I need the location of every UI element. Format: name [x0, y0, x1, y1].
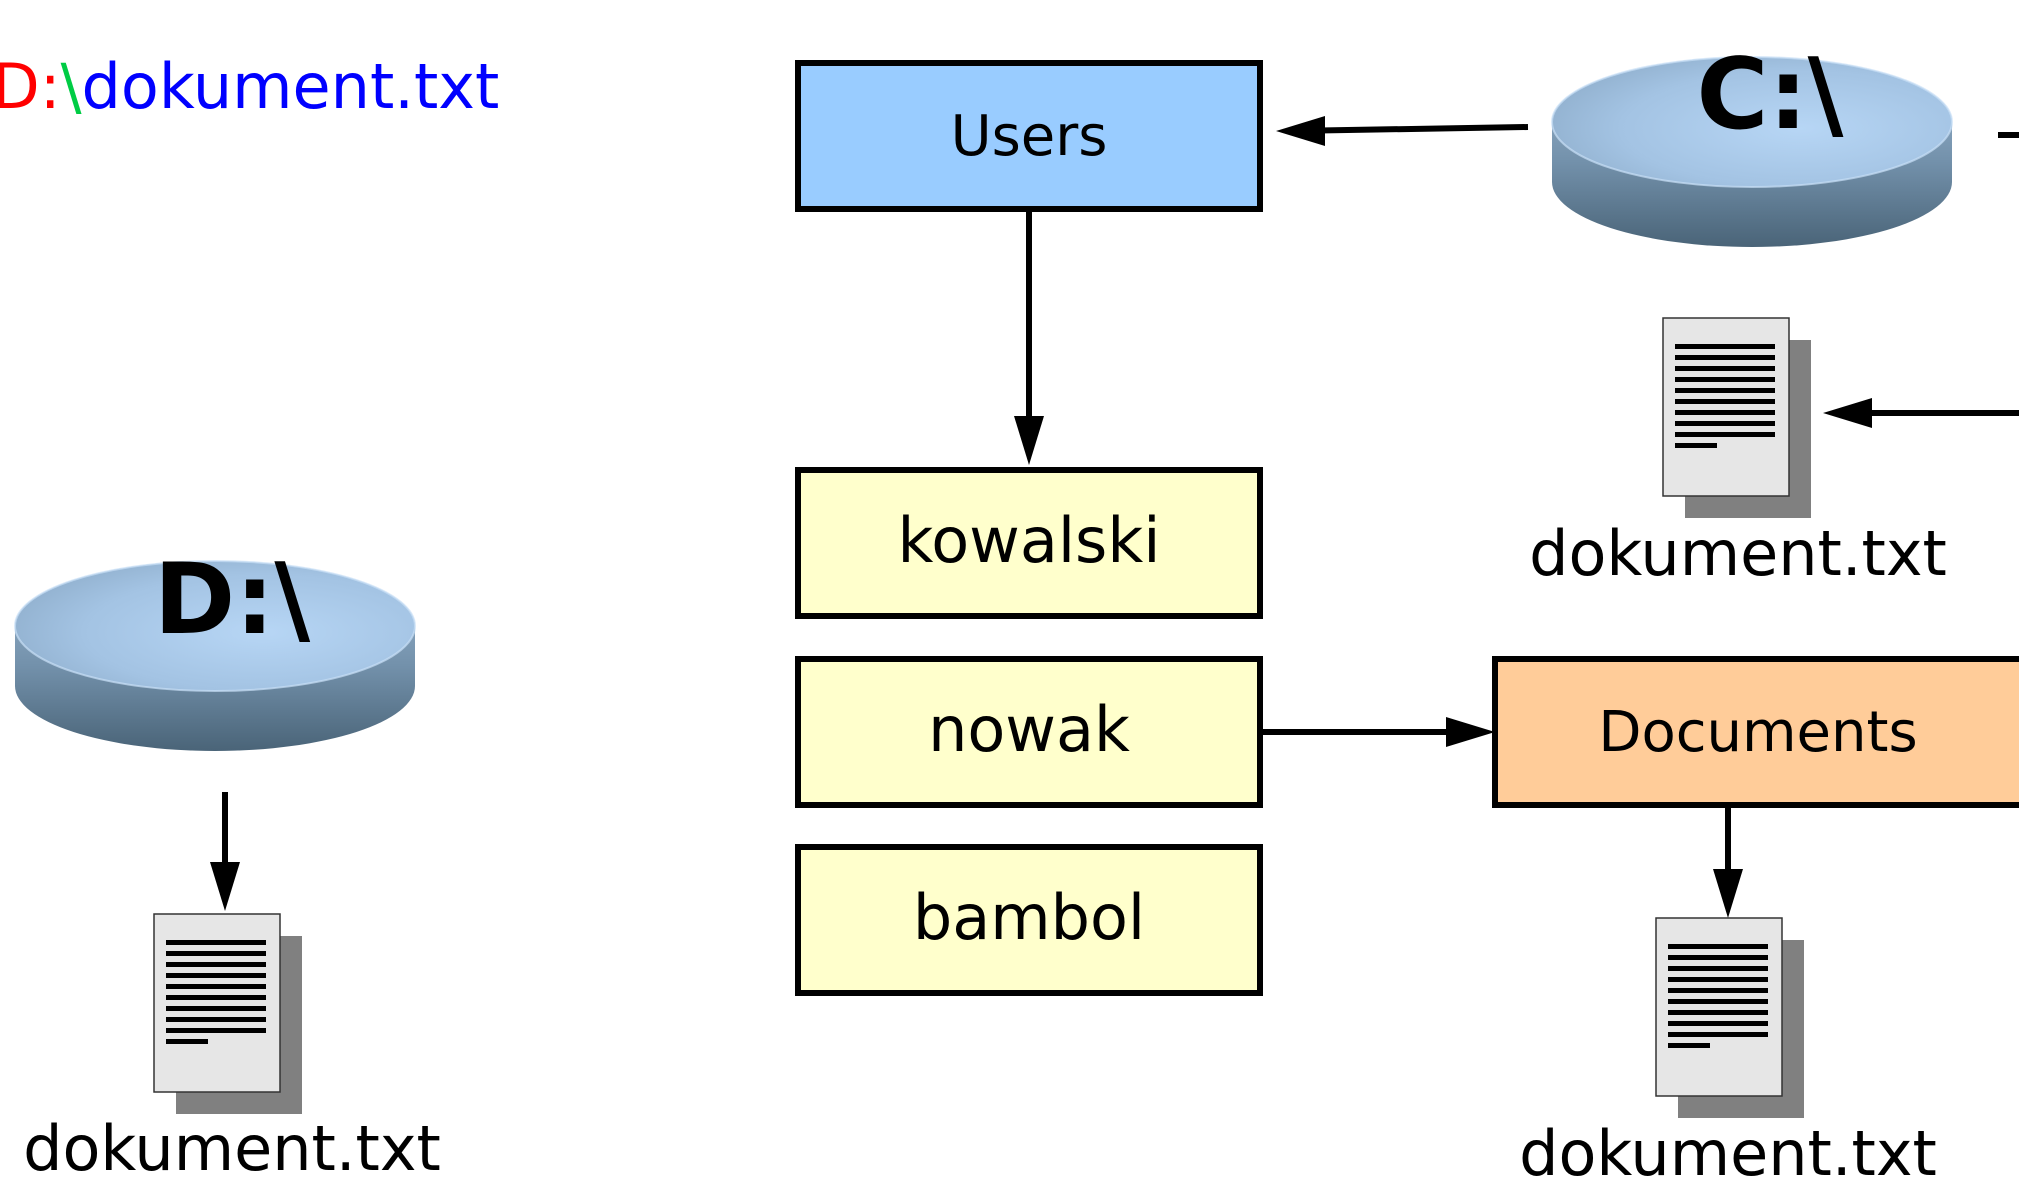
arrow-nowak-to-documents-head: [1446, 717, 1495, 747]
kowalski-folder-label: kowalski: [898, 504, 1161, 577]
arrow-d-to-file-head: [210, 862, 240, 911]
users-folder-label: Users: [951, 104, 1108, 169]
nowak-folder-box: [795, 656, 1263, 808]
arrow-users-to-subfolders-head: [1014, 416, 1044, 465]
path-filename: dokument.txt: [82, 50, 500, 123]
documents-document-icon: [1655, 917, 1805, 1119]
c-drive-label: C:\: [1697, 38, 1844, 152]
d-root-file-label: dokument.txt: [23, 1112, 441, 1179]
path-drive: D:: [0, 50, 61, 123]
arrow-c-to-users: [1289, 124, 1529, 134]
users-folder-box: [795, 60, 1263, 212]
path-separator: \: [61, 50, 82, 123]
bambol-folder-label: bambol: [913, 881, 1145, 954]
kowalski-folder-box: [795, 467, 1263, 619]
nowak-folder-label: nowak: [928, 693, 1130, 766]
c-root-document-icon: [1662, 317, 1812, 519]
bambol-folder-box: [795, 844, 1263, 996]
documents-file-label: dokument.txt: [1519, 1117, 1937, 1179]
path-example: D:\dokument.txt: [0, 50, 499, 123]
arrow-c-to-users-head: [1276, 116, 1325, 146]
d-drive-icon: [14, 560, 416, 751]
c-root-file-label: dokument.txt: [1529, 517, 1947, 590]
d-root-document-icon: [153, 913, 303, 1115]
documents-folder-label: Documents: [1598, 700, 1917, 765]
d-drive-label: D:\: [154, 543, 311, 657]
arrow-documents-to-file-head: [1713, 869, 1743, 918]
c-drive-icon: [1551, 56, 1953, 247]
documents-folder-box: [1492, 656, 2019, 808]
connector-c-to-root-file: [1840, 132, 2019, 416]
connector-c-to-root-file-head: [1823, 398, 1872, 428]
